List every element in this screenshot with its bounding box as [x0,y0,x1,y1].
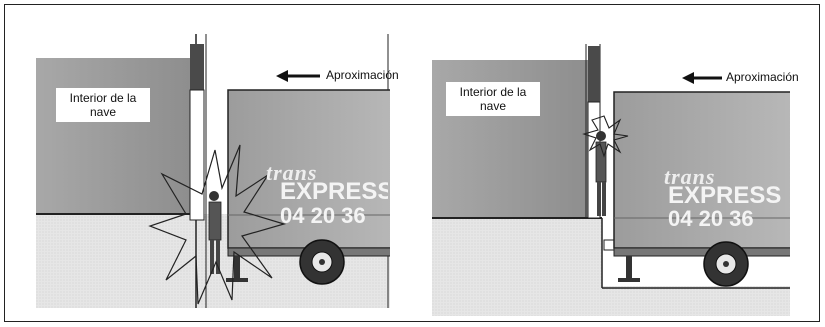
person-left [208,191,222,274]
interior-label-left: Interior de la nave [56,88,150,122]
panel-left [36,34,390,308]
pillar [190,44,204,90]
truck-right [613,91,790,287]
impact-star-right [582,115,629,158]
truck-left [226,89,390,285]
person-right [595,131,607,216]
dock-floor [432,218,602,316]
truck-brand-left: trans [266,160,318,185]
approach-arrow-right [682,72,722,84]
interior-label-right: Interior de la nave [446,82,540,116]
approach-label-right: Aproximación [726,70,799,84]
pillar [588,46,600,102]
impact-star-left [148,144,287,305]
truck-phone-right: 04 20 36 [668,206,754,231]
truck-brand-right: trans [664,164,716,189]
panel-right [432,44,790,316]
truck-phone-left: 04 20 36 [280,203,366,228]
approach-arrow-left [276,70,320,82]
truck-name-right: EXPRESS [668,182,782,209]
truck-name-left: EXPRESS [280,178,388,205]
interior-wall [36,58,190,214]
approach-label-left: Aproximación [326,68,399,82]
